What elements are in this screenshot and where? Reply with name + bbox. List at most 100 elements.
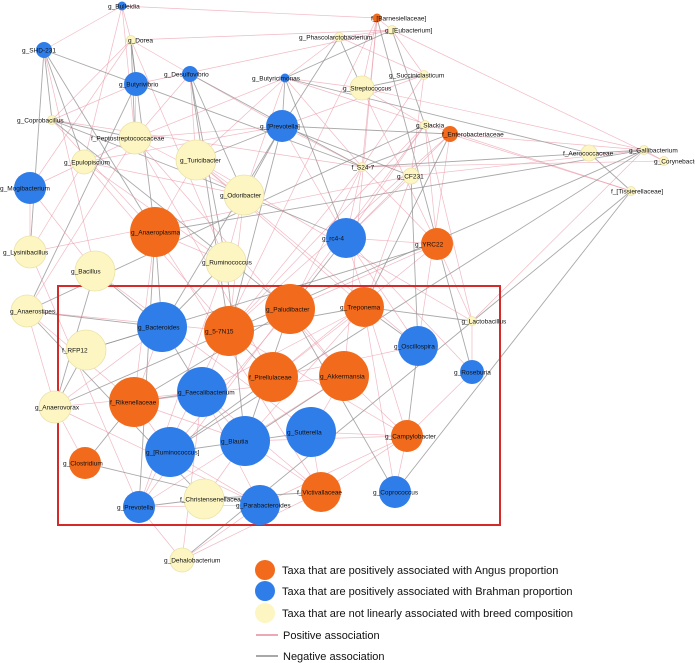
node-peptostreptococcaceae[interactable]: f_Peptostreptococcaceae: [91, 121, 165, 155]
node-circle: [301, 472, 341, 512]
positive-edge: [361, 87, 645, 151]
node-label: g_Prevotella: [117, 505, 154, 512]
node-circle: [280, 73, 290, 83]
node-rfp12[interactable]: f_RFP12: [62, 329, 107, 371]
node-odoribacter[interactable]: g_Odoribacter: [220, 174, 265, 216]
legend-item-brahman: Taxa that are positively associated with…: [255, 581, 572, 601]
node-paludibacter[interactable]: g_Paludibacter: [265, 284, 315, 334]
positive-edge: [361, 160, 665, 168]
node-prevotella[interactable]: g_Prevotella: [117, 491, 155, 523]
node-rc44[interactable]: g_rc4-4: [322, 218, 366, 258]
positive-edge: [121, 5, 378, 19]
node-dorea[interactable]: g_Dorea: [126, 35, 154, 45]
positive-edge: [130, 39, 191, 75]
node-barnesiellaceae[interactable]: f_[Barnesiellaceae]: [371, 13, 426, 23]
positive-edge: [51, 83, 137, 121]
positive-edge: [130, 29, 393, 41]
node-epulopiscium[interactable]: g_Epulopiscium: [64, 149, 110, 175]
node-faecalibacterium[interactable]: g_Faecalibacterium: [177, 367, 235, 417]
node-succiniclasticum[interactable]: g_Succiniclasticum: [389, 70, 444, 80]
node-circle: [205, 241, 247, 283]
node-turicibacter[interactable]: g_Turicibacter: [175, 139, 222, 181]
node-anaeroplasma[interactable]: g_Anaeroplasma: [130, 207, 181, 257]
node-s247[interactable]: f_S24-7: [352, 162, 375, 172]
node-oscillospira[interactable]: g_Oscillospira: [394, 326, 438, 366]
node-streptococcus[interactable]: g_Streptococcus: [343, 75, 392, 101]
node-enterobacteriaceae[interactable]: f_Enterobacteriaceae: [442, 126, 504, 142]
node-prevotella-b[interactable]: g_[Prevotella]: [260, 110, 300, 142]
node-coprococcus[interactable]: g_Coprococcus: [373, 476, 419, 508]
node-rikenellaceae[interactable]: f_Rikenellaceae: [109, 377, 159, 427]
node-yrc22[interactable]: g_YRC22: [415, 228, 453, 260]
node-label: g_[Prevotella]: [260, 124, 300, 131]
node-bacillus[interactable]: g_Bacillus: [71, 250, 116, 292]
node-mogibacterium[interactable]: g_Mogibacterium: [0, 172, 50, 204]
node-victivallaceae[interactable]: f_Victivallaceae: [297, 472, 342, 512]
node-circle: [74, 250, 116, 292]
node-tissierellaceae[interactable]: f_[Tissierellaceae]: [611, 186, 663, 196]
node-christensenellaceae[interactable]: f_Christensenellaceae: [180, 478, 245, 520]
node-circle: [204, 306, 254, 356]
node-ruminococcus[interactable]: g_Ruminococcus: [202, 241, 253, 283]
node-blautia[interactable]: g_Blautia: [220, 416, 270, 466]
node-parabacteroides[interactable]: g_Parabacteroides: [236, 485, 291, 525]
positive-edge: [228, 330, 408, 437]
positive-edge: [43, 49, 96, 272]
node-circle: [13, 235, 47, 269]
node-label: g_Ruminococcus: [202, 260, 253, 267]
node-clostridium[interactable]: g_Clostridium: [63, 447, 103, 479]
negative-edge: [154, 149, 645, 233]
node-label: g_Anaerovorax: [35, 405, 80, 412]
node-eubacterium[interactable]: g_[Eubacterium]: [385, 25, 433, 35]
legend-item-positive-edge: Positive association: [256, 630, 380, 642]
node-label: g_Blautia: [221, 439, 248, 446]
negative-edge: [376, 17, 473, 373]
node-anaerovorax[interactable]: g_Anaerovorax: [35, 390, 80, 424]
node-desulfovibrio[interactable]: g_Desulfovibrio: [164, 66, 209, 82]
node-lactobacillus[interactable]: g_Lactobacillus: [462, 316, 508, 326]
node-treponema[interactable]: g_Treponema: [340, 287, 384, 327]
positive-edge: [338, 36, 425, 76]
node-bulleidia[interactable]: g_Bulleidia: [108, 1, 140, 11]
node-gallibacterium[interactable]: g_Gallibacterium: [629, 145, 678, 155]
node-dehalobacterium[interactable]: g_Dehalobacterium: [164, 547, 220, 573]
node-slackia[interactable]: g_Slackia: [416, 120, 445, 130]
node-label: g_rc4-4: [322, 236, 344, 243]
node-circle: [69, 447, 101, 479]
node-phascolarctobacterium[interactable]: g_Phascolarctobacterium: [299, 32, 372, 42]
node-label: g_Coprobacillus: [17, 118, 64, 125]
node-ruminococcus-b[interactable]: g_[Ruminococcus]: [145, 427, 200, 477]
node-label: f_Aerococcaceae: [563, 151, 614, 158]
node-circle: [659, 156, 669, 166]
positive-edge: [284, 77, 363, 89]
node-circle: [137, 302, 187, 352]
negative-edge: [43, 49, 156, 233]
node-lysinibacillus[interactable]: g_Lysinibacillus: [3, 235, 49, 269]
node-anaerostipes[interactable]: g_Anaerostipes: [10, 294, 56, 328]
positive-edge: [471, 149, 645, 322]
node-cf231[interactable]: g_CF231: [397, 167, 424, 185]
positive-edge: [391, 29, 665, 162]
node-bacteroides[interactable]: g_Bacteroides: [137, 302, 187, 352]
node-circle: [71, 149, 97, 175]
node-label: g_Anaeroplasma: [131, 230, 181, 237]
node-sutterella[interactable]: g_Sutterella: [286, 407, 336, 457]
node-campylobacter[interactable]: g_Campylobacter: [385, 420, 437, 452]
positive-edge: [424, 124, 438, 245]
node-corynebacterium[interactable]: g_Corynebacterium: [654, 156, 695, 166]
node-circle: [183, 478, 225, 520]
node-akkermansia[interactable]: g_Akkermansia: [319, 351, 369, 401]
node-pirellulaceae[interactable]: f_Pirellulaceae: [248, 352, 298, 402]
node-shd231[interactable]: g_SHD-231: [22, 42, 56, 58]
node-5-7n15[interactable]: g_5-7N15: [204, 306, 254, 356]
positive-edge: [363, 306, 396, 493]
legend-label: Taxa that are positively associated with…: [282, 586, 572, 598]
node-label: g_Parabacteroides: [236, 503, 291, 510]
node-roseburia[interactable]: g_Roseburia: [454, 360, 491, 384]
node-butyricimonas[interactable]: g_Butyricimonas: [252, 73, 301, 83]
node-aerococcaceae[interactable]: f_Aerococcaceae: [563, 144, 614, 162]
positive-edge: [83, 125, 283, 163]
node-butyrivibrio[interactable]: g_Butyrivibrio: [119, 72, 159, 96]
node-coprobacillus[interactable]: g_Coprobacillus: [17, 115, 64, 125]
legend-swatch: [255, 581, 275, 601]
